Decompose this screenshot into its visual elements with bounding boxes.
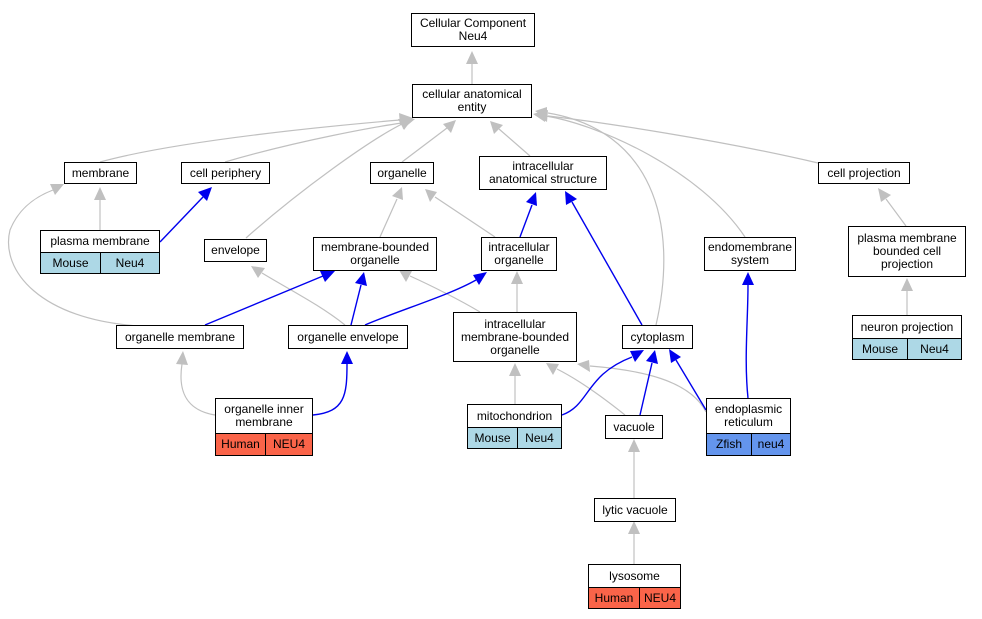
arrowhead	[443, 120, 456, 133]
node-envelope[interactable]: envelope	[204, 239, 267, 262]
arrowhead	[646, 350, 658, 364]
edge-mbo-organelle	[379, 198, 398, 238]
node-neuron-projection[interactable]: neuron projection	[852, 315, 962, 339]
edge-cytoplasm-cae	[547, 112, 665, 326]
edge-io-ias	[519, 204, 533, 238]
edge-imbo-mbo	[409, 275, 481, 313]
species-organelle-inner-membrane-organism: Human	[215, 433, 266, 456]
arrowhead	[320, 271, 335, 282]
species-mitochondrion-gene: Neu4	[517, 427, 562, 449]
arrowhead	[94, 187, 106, 200]
node-membrane[interactable]: membrane	[64, 162, 137, 184]
species-neuron-projection-gene: Neu4	[907, 338, 962, 360]
species-plasma-membrane-gene: Neu4	[100, 252, 160, 274]
species-plasma-membrane-organism: Mouse	[40, 252, 101, 274]
species-neuron-projection-organism: Mouse	[852, 338, 908, 360]
edge-organelleenvelope-mbo	[350, 284, 362, 326]
edge-membrane-cae	[99, 119, 401, 163]
node-cytoplasm[interactable]: cytoplasm	[622, 325, 693, 349]
species-lysosome-gene: NEU4	[639, 587, 681, 609]
edge-envelope-cae	[245, 123, 403, 239]
edge-mitochondrion-cytoplasm	[561, 356, 633, 416]
species-lysosome-organism: Human	[588, 587, 640, 609]
node-lysosome[interactable]: lysosome	[588, 564, 681, 588]
species-endoplasmic-reticulum-organism: Zfish	[706, 433, 752, 456]
node-intracellular-organelle[interactable]: intracellular organelle	[481, 237, 557, 271]
arrowhead	[392, 187, 403, 200]
edge-vacuole-cytoplasm	[639, 362, 653, 416]
edge-er-imbo	[589, 365, 707, 413]
node-cellular-component-neu4[interactable]: Cellular Component Neu4	[411, 13, 535, 47]
arrowhead	[669, 349, 681, 363]
species-organelle-inner-membrane-gene: NEU4	[265, 433, 313, 456]
arrowhead	[509, 363, 521, 376]
edge-oim-organelleenvelope	[312, 363, 348, 416]
edge-ias-cae	[498, 128, 531, 157]
node-cellular-anatomical-entity[interactable]: cellular anatomical entity	[412, 84, 532, 118]
edge-cellperiphery-cae	[224, 122, 403, 163]
edge-vacuole-imbo	[556, 368, 626, 416]
edge-endomembrane-cae	[545, 115, 746, 238]
arrowhead	[398, 118, 413, 130]
arrowhead	[251, 266, 265, 278]
arrowhead	[341, 351, 353, 364]
node-cell-projection[interactable]: cell projection	[818, 162, 910, 184]
edge-io-organelle	[434, 196, 496, 238]
edge-organelleenvelope-envelope	[261, 272, 346, 326]
edge-organelleenvelope-io	[364, 279, 477, 326]
node-membrane-bounded-organelle[interactable]: membrane-bounded organelle	[313, 237, 437, 271]
arrowhead	[425, 189, 437, 202]
node-vacuole[interactable]: vacuole	[605, 415, 663, 439]
arrowhead	[490, 121, 503, 134]
node-organelle-envelope[interactable]: organelle envelope	[288, 325, 408, 349]
arrowhead	[355, 272, 367, 286]
arrowhead	[901, 278, 913, 291]
node-endomembrane-system[interactable]: endomembrane system	[704, 237, 796, 271]
node-plasma-membrane[interactable]: plasma membrane	[40, 230, 160, 253]
arrowhead	[630, 350, 644, 362]
arrowhead	[535, 107, 547, 119]
edge-pmbcp-cellprojection	[885, 198, 907, 227]
node-organelle-inner-membrane[interactable]: organelle inner membrane	[215, 398, 313, 434]
arrowhead	[198, 187, 212, 201]
arrowhead	[565, 191, 577, 205]
arrowhead	[577, 360, 590, 372]
edge-organellemembrane-membrane	[8, 189, 141, 327]
node-organelle-membrane[interactable]: organelle membrane	[116, 325, 244, 349]
node-lytic-vacuole[interactable]: lytic vacuole	[594, 498, 676, 522]
arrowhead	[511, 271, 523, 284]
edge-er-cytoplasm	[675, 359, 707, 411]
arrowhead	[878, 188, 891, 202]
node-mitochondrion[interactable]: mitochondrion	[467, 404, 562, 428]
arrowhead	[628, 521, 640, 534]
node-organelle[interactable]: organelle	[370, 162, 434, 184]
species-endoplasmic-reticulum-gene: neu4	[751, 433, 791, 456]
arrowhead	[176, 351, 188, 365]
arrowhead	[742, 272, 754, 285]
arrowhead	[628, 439, 640, 452]
edge-oim-organellemembrane	[180, 363, 216, 416]
arrowhead	[546, 363, 559, 375]
edge-cytoplasm-ias	[571, 201, 643, 326]
arrowhead	[526, 192, 537, 206]
edge-organellemembrane-mbo	[204, 275, 324, 326]
arrowhead	[50, 184, 64, 195]
arrowhead	[399, 270, 412, 282]
node-intracellular-anatomical-structure[interactable]: intracellular anatomical structure	[479, 156, 607, 190]
node-endoplasmic-reticulum[interactable]: endoplasmic reticulum	[706, 398, 791, 434]
arrowhead	[473, 272, 487, 285]
edge-organelle-cae	[401, 127, 448, 163]
arrowhead	[466, 51, 478, 64]
species-mitochondrion-organism: Mouse	[467, 427, 518, 449]
edge-plasmamembrane-cellperiphery	[159, 196, 204, 243]
node-plasma-membrane-bounded-cell-projection[interactable]: plasma membrane bounded cell projection	[848, 226, 966, 277]
edge-er-endomembrane	[745, 284, 749, 399]
node-intracellular-membrane-bounded-organelle[interactable]: intracellular membrane-bounded organelle	[453, 312, 577, 362]
node-cell-periphery[interactable]: cell periphery	[181, 162, 270, 184]
